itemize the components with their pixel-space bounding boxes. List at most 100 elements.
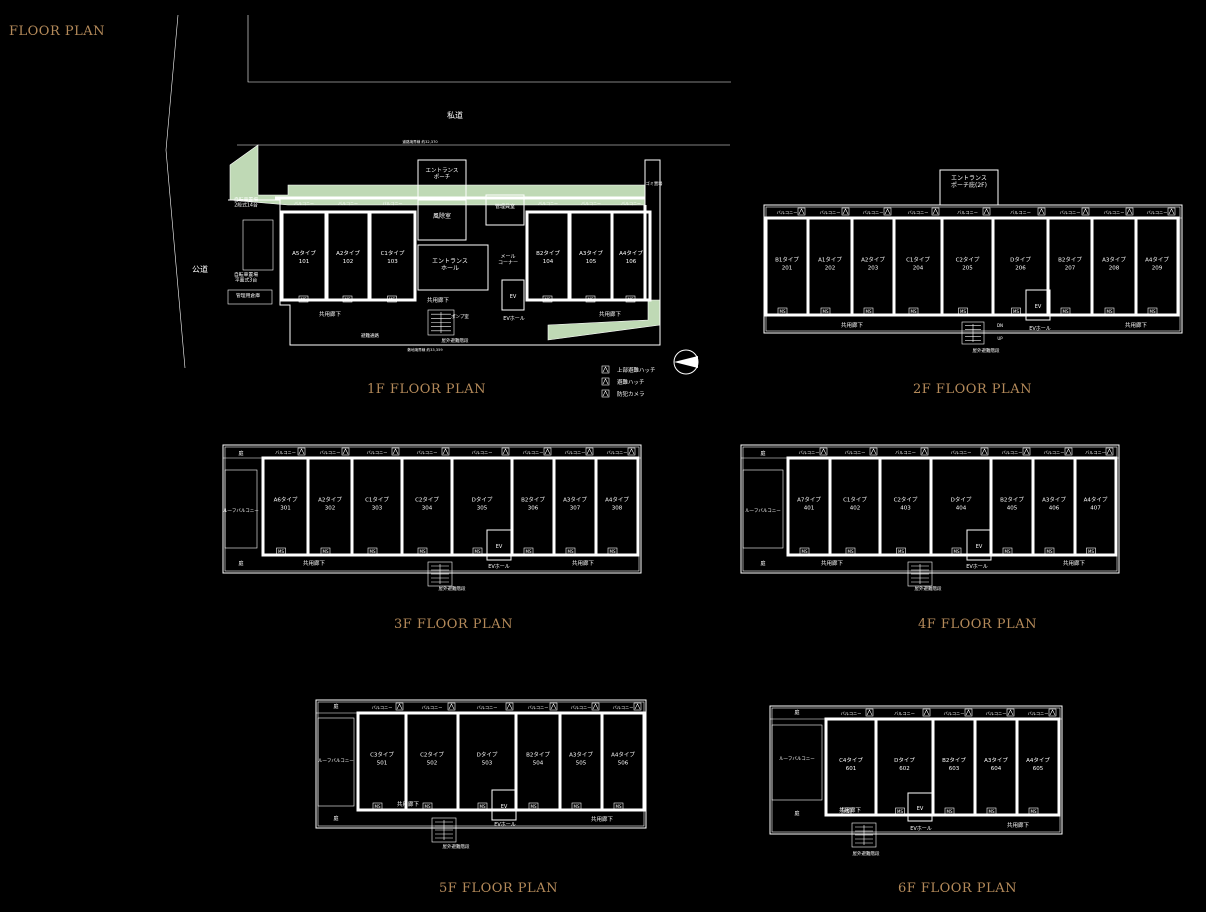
ms-box: MS	[523, 547, 534, 555]
ms-label: MS	[301, 297, 307, 302]
legend-label: 上部避難ハッチ	[617, 366, 656, 374]
ms-box: MS	[863, 307, 874, 315]
ms-box: MS	[958, 307, 968, 315]
balcony-label: バルコニー	[1104, 210, 1125, 215]
stairs-label: 屋外避難階段	[439, 585, 466, 592]
ms-label: MS	[1005, 549, 1011, 554]
ms-label: MS	[545, 297, 551, 302]
unit-number-label: 405	[1007, 506, 1018, 512]
balcony-label: バルコニー	[477, 705, 498, 710]
manager-room	[485, 194, 525, 226]
ms-box: MS	[777, 307, 788, 315]
stairs-icon	[961, 321, 985, 345]
ms-label: MS	[780, 309, 786, 314]
ms-label: MS	[480, 804, 486, 809]
private-road-label: 私道	[447, 110, 463, 120]
ms-box: MS	[1147, 307, 1158, 315]
hatch-icon	[922, 708, 931, 717]
balcony-label: バルコニー	[613, 705, 634, 710]
ms-box: MS	[625, 295, 636, 303]
unit-type-label: B2タイプ	[536, 249, 560, 257]
ms-box: MS	[908, 307, 919, 315]
unit-type-label: B2タイプ	[526, 751, 550, 759]
ms-label: MS	[823, 309, 829, 314]
stairs-icon	[851, 822, 877, 848]
unit-number-label: 105	[586, 259, 597, 265]
evac-path-label: 避難通路	[361, 332, 379, 339]
balcony-label: バルコニー	[528, 705, 549, 710]
hatch-icon	[1081, 207, 1090, 216]
balcony-label: バルコニー	[367, 450, 388, 455]
unit-type-label: Dタイプ	[894, 756, 915, 764]
ev-hall-label: EVホール	[1029, 326, 1051, 332]
unit-number-label: 401	[804, 506, 815, 512]
legend-label: 防犯カメラ	[617, 390, 645, 398]
unit-number-label: 101	[299, 259, 310, 265]
ev-label: EV	[1035, 304, 1042, 310]
ms-label: MS	[531, 804, 537, 809]
floor-plan-3f: バルコニーA6タイプ301MSバルコニーA2タイプ302MSバルコニーC1タイプ…	[222, 444, 642, 592]
unit-number-label: 202	[825, 266, 836, 272]
floor-plan-6f: バルコニーC4タイプ601MSバルコニーDタイプ602MSバルコニーB2タイプ6…	[769, 705, 1063, 857]
unit-number-label: 505	[576, 761, 587, 767]
hatch-icon	[920, 447, 929, 456]
corridor-label: 共用廊下	[1007, 821, 1030, 829]
ms-box: MS	[607, 547, 618, 555]
balcony-label: バルコニー	[957, 210, 978, 215]
ms-box: MS	[1011, 307, 1021, 315]
balcony-label: バルコニー	[294, 201, 314, 206]
unit-number-label: 204	[913, 266, 924, 272]
unit-number-label: 503	[482, 761, 493, 767]
unit-number-label: 103	[387, 259, 398, 265]
ms-label: MS	[897, 809, 903, 814]
terrace-label: ルーフバルコニー	[318, 758, 354, 764]
elevator	[907, 792, 933, 822]
stairs-icon	[427, 309, 455, 336]
unit-number-label: 304	[422, 506, 433, 512]
manager-room-label: 管理員室	[495, 203, 515, 210]
ms-label: MS	[628, 297, 634, 302]
unit-type-label: A3タイプ	[1042, 496, 1066, 504]
balcony-label: バルコニー	[422, 705, 443, 710]
ms-box: MS	[1028, 807, 1039, 815]
floor-label-4f: 4F FLOOR PLAN	[918, 617, 1037, 632]
unit-type-label: C1タイプ	[906, 256, 930, 264]
ms-box: MS	[799, 547, 810, 555]
terrace-label: ルーフバルコニー	[779, 756, 815, 762]
upper-hatch-icon	[601, 365, 610, 374]
unit-number-label: 601	[846, 766, 857, 772]
unit-number-label: 305	[477, 506, 488, 512]
roof-terrace	[742, 469, 784, 549]
ms-label: MS	[526, 549, 532, 554]
mail-corner-label: メールコーナー	[498, 254, 518, 266]
ms-label: MS	[989, 809, 995, 814]
ev-label: EV	[501, 804, 508, 810]
unit-type-label: C1タイプ	[381, 249, 405, 257]
ms-label: MS	[345, 297, 351, 302]
ms-label: MS	[323, 549, 329, 554]
corridor-label: 共用廊下	[821, 559, 844, 567]
unit-type-label: Dタイプ	[951, 496, 972, 504]
unit-number-label: 207	[1065, 266, 1076, 272]
building-outline	[222, 444, 642, 574]
unit-number-label: 303	[372, 506, 383, 512]
ms-box: MS	[367, 547, 378, 555]
unit-number-label: 307	[570, 506, 581, 512]
entrance-hall-label: エントランスホール	[432, 258, 468, 272]
unit-type-label: B2タイプ	[942, 756, 966, 764]
floor-label-3f: 3F FLOOR PLAN	[394, 617, 513, 632]
hatch-icon	[1105, 447, 1114, 456]
unit-number-label: 206	[1015, 266, 1026, 272]
corridor-label: 共用廊下	[319, 310, 342, 318]
unit-number-label: 403	[900, 506, 911, 512]
unit-number-label: 301	[280, 506, 291, 512]
